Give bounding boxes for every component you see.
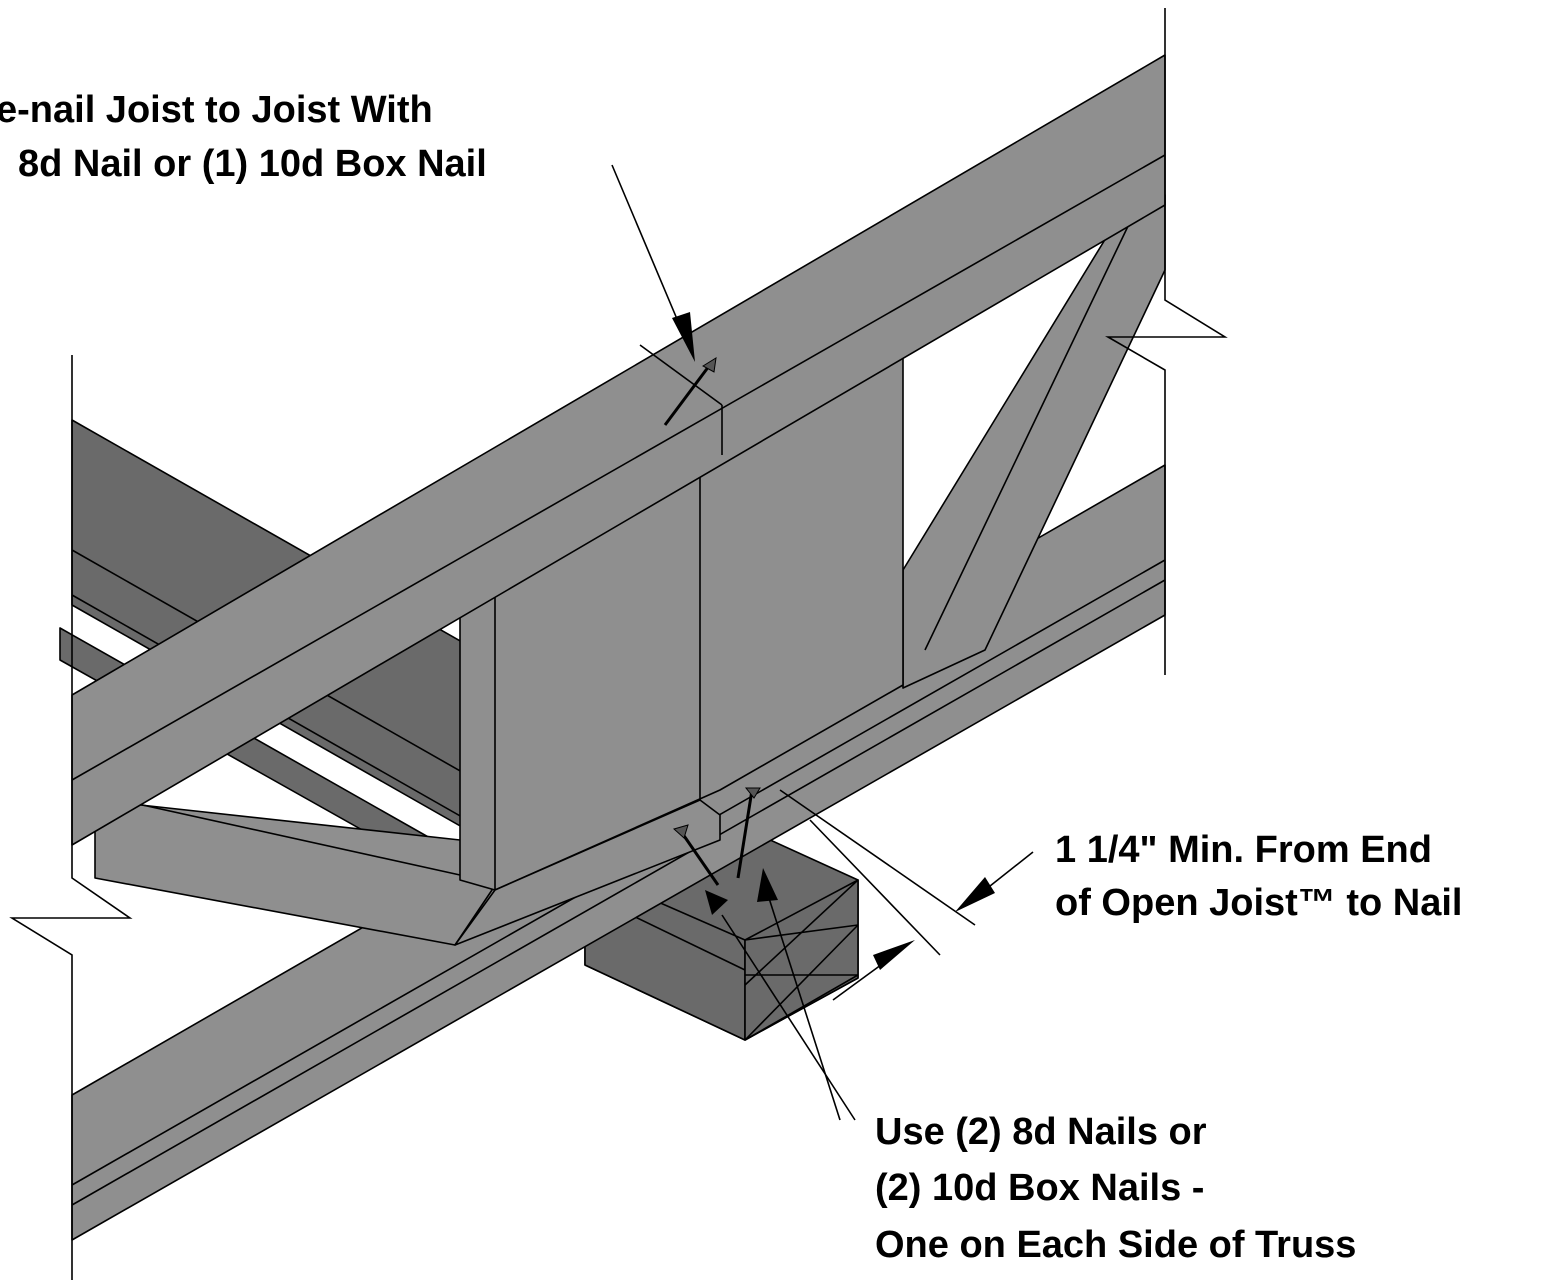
min-end-line-1: 1 1/4" Min. From End: [1055, 829, 1432, 871]
side-nails-line-3: One on Each Side of Truss: [875, 1224, 1356, 1266]
dimension-1-1-4: [779, 789, 1034, 1001]
min-end-line-2: of Open Joist™ to Nail: [1055, 882, 1462, 924]
min-end-callout: 1 1/4" Min. From End of Open Joist™ to N…: [1055, 829, 1462, 924]
nail-right-side: [736, 787, 761, 879]
side-nails-callout: Use (2) 8d Nails or (2) 10d Box Nails - …: [875, 1111, 1356, 1266]
toe-nail-top: [663, 357, 717, 426]
side-nails-leaders: [705, 868, 856, 1121]
nail-left-side: [672, 824, 720, 886]
side-nails-line-1: Use (2) 8d Nails or: [875, 1111, 1207, 1153]
truss-webs: [94, 194, 1166, 946]
toe-nail-leader: [611, 164, 695, 362]
toe-nail-line-2: 8d Nail or (1) 10d Box Nail: [18, 143, 487, 185]
toe-nail-line-1: e-nail Joist to Joist With: [0, 89, 433, 131]
toe-nail-callout: e-nail Joist to Joist With 8d Nail or (1…: [0, 89, 487, 185]
side-nails-line-2: (2) 10d Box Nails -: [875, 1167, 1204, 1209]
break-lines: [9, 8, 1228, 1280]
